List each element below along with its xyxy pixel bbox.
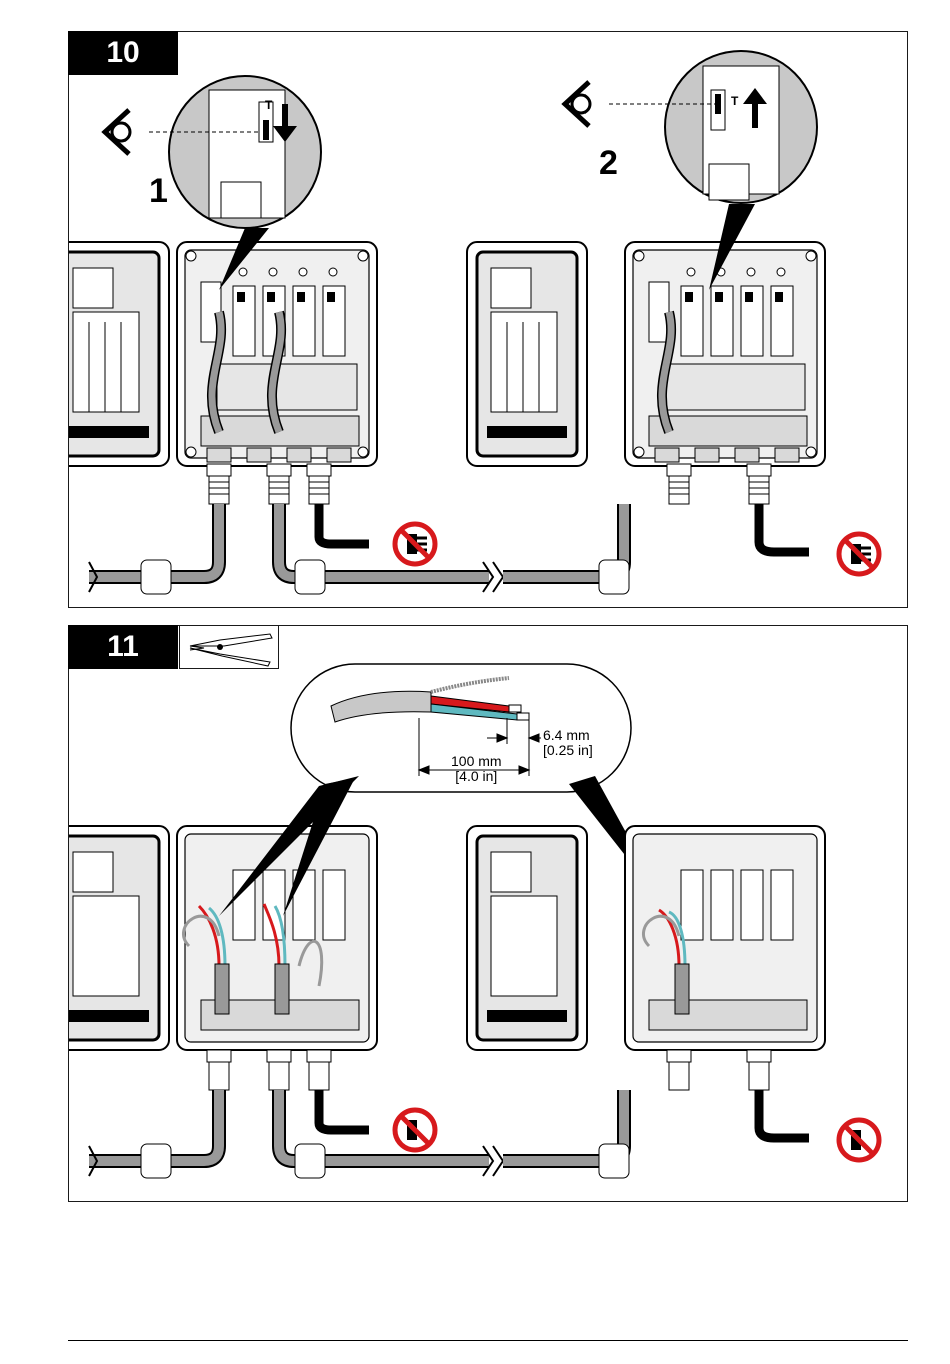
conduit-fitting: [599, 560, 629, 594]
no-power-plug-icon: [395, 524, 435, 564]
jacket-length-mm: 100 mm: [451, 754, 502, 769]
callout-number-2: 2: [599, 144, 618, 183]
strip-length-mm: 6.4 mm: [543, 728, 593, 743]
step-10-illustration: [69, 32, 909, 609]
footer-rule: [68, 1340, 908, 1341]
eye-icon: [105, 110, 130, 154]
conduit-fitting: [141, 560, 171, 594]
no-power-plug-icon: [395, 1110, 435, 1150]
no-power-plug-icon: [839, 1120, 879, 1160]
strip-length-label: 6.4 mm [0.25 in]: [543, 728, 593, 758]
eye-icon: [565, 82, 590, 126]
step-11-panel: 11: [68, 625, 908, 1202]
strip-length-in: [0.25 in]: [543, 743, 593, 758]
callout-number-1: 1: [149, 172, 168, 211]
no-power-plug-icon: [839, 534, 879, 574]
jacket-length-in: [4.0 in]: [451, 769, 502, 784]
jacket-length-label: 100 mm [4.0 in]: [451, 754, 502, 784]
step-10-panel: 10: [68, 31, 908, 608]
step-11-illustration: [69, 626, 909, 1203]
switch-label-right: T: [731, 94, 738, 108]
right-enclosure: [467, 242, 825, 466]
switch-label-left: T: [265, 98, 272, 112]
conduit-fitting: [295, 560, 325, 594]
